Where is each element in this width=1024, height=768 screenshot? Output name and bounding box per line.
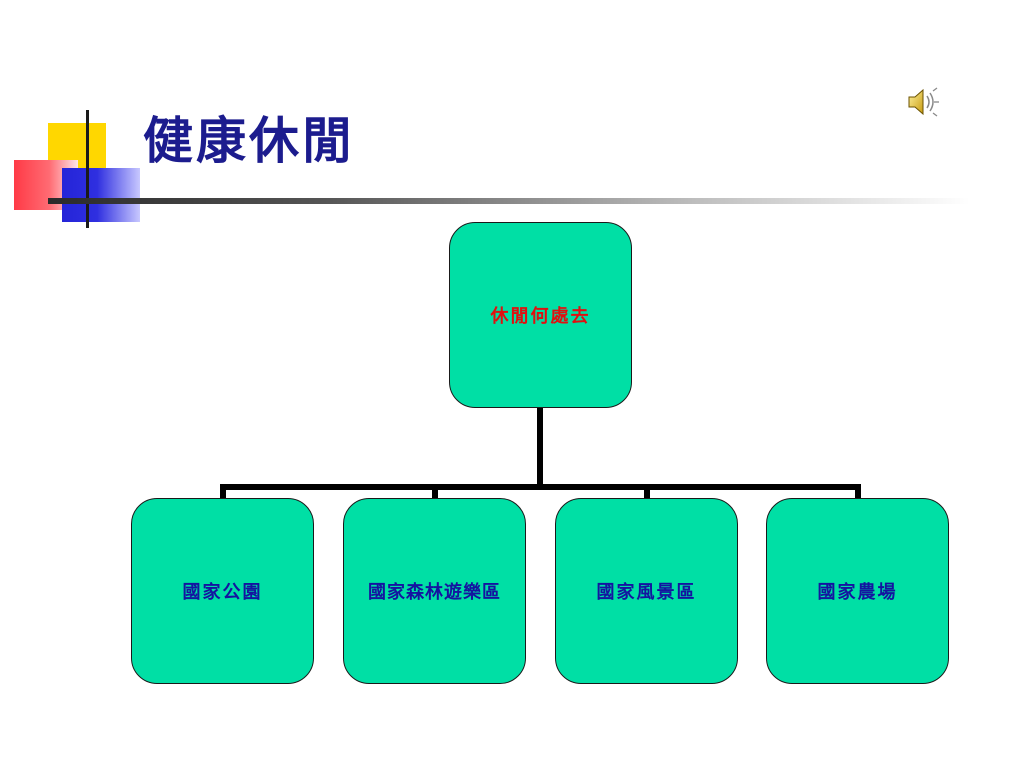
connector-root-stem bbox=[537, 408, 543, 488]
node-child-label: 國家森林遊樂區 bbox=[368, 582, 501, 603]
node-child-scenic-area: 國家風景區 bbox=[555, 498, 738, 684]
node-child-label: 國家公園 bbox=[182, 582, 263, 603]
connector-child-2 bbox=[432, 484, 438, 498]
node-root: 休閒何處去 bbox=[449, 222, 632, 408]
node-child-label: 國家風景區 bbox=[596, 582, 697, 603]
speaker-icon[interactable] bbox=[906, 86, 942, 118]
node-child-label: 國家農場 bbox=[817, 582, 898, 603]
title-underline bbox=[48, 198, 970, 204]
decor-vertical-line bbox=[86, 110, 89, 228]
node-child-farm: 國家農場 bbox=[766, 498, 949, 684]
node-root-label: 休閒何處去 bbox=[490, 306, 591, 327]
node-child-national-park: 國家公園 bbox=[131, 498, 314, 684]
connector-child-3 bbox=[644, 484, 650, 498]
connector-child-4 bbox=[855, 484, 861, 498]
connector-horizontal-bar bbox=[220, 484, 861, 490]
decor-blue-square bbox=[62, 168, 140, 222]
connector-child-1 bbox=[220, 484, 226, 498]
node-child-forest-recreation-area: 國家森林遊樂區 bbox=[343, 498, 526, 684]
page-title: 健康休閒 bbox=[143, 111, 355, 170]
